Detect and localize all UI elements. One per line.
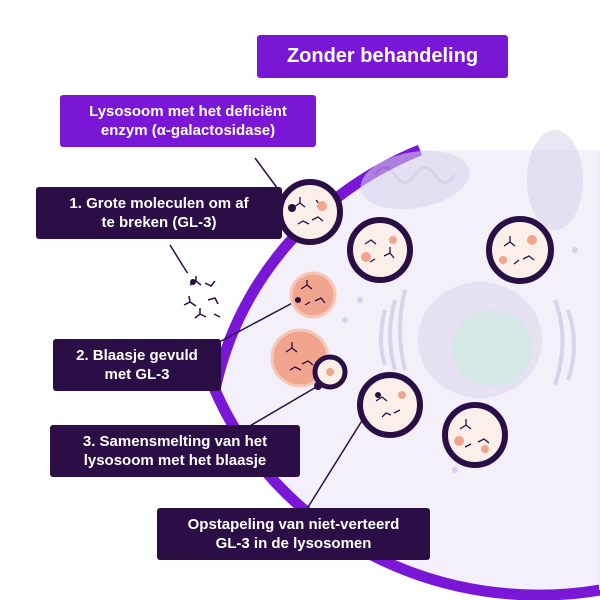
- lysosomes: [277, 179, 554, 468]
- connector-fusion: [247, 385, 319, 428]
- label-line: enzym (α-galactosidase): [100, 122, 276, 139]
- label-line: met GL-3: [104, 366, 170, 383]
- label-lysosome-deficient-enzyme: Lysosoom met het deficiënt enzym (α-gala…: [60, 95, 316, 147]
- label-line: Opstapeling van niet-verteerd: [187, 516, 400, 533]
- page-title: Zonder behandeling: [257, 35, 508, 78]
- label-line: lysosoom met het blaasje: [83, 452, 267, 469]
- label-line: GL-3 in de lysosomen: [215, 535, 372, 552]
- label-line: 3. Samensmelting van het: [82, 433, 268, 450]
- gl3-molecules-cluster: [173, 268, 237, 332]
- vesicle: [289, 271, 337, 319]
- nucleolus: [452, 310, 532, 386]
- lysosome: [357, 372, 423, 438]
- label-vesicle: 2. Blaasje gevuld met GL-3: [53, 339, 221, 391]
- fusing-vesicle-lysosome: [270, 328, 348, 390]
- lysosome: [486, 216, 554, 284]
- organelles: [342, 130, 583, 473]
- mitochondrion: [360, 150, 470, 210]
- label-accumulation: Opstapeling van niet-verteerd GL-3 in de…: [157, 508, 430, 560]
- label-large-molecules: 1. Grote moleculen om af te breken (GL-3…: [36, 187, 282, 239]
- label-fusion: 3. Samensmelting van het lysosoom met he…: [50, 425, 300, 477]
- lysosome: [442, 402, 508, 468]
- label-line: Lysosoom met het deficiënt: [89, 103, 287, 120]
- label-line: 2. Blaasje gevuld: [76, 347, 198, 364]
- mitochondrion-2: [527, 130, 583, 230]
- lysosome: [277, 179, 343, 245]
- label-line: 1. Grote moleculen om af: [69, 195, 249, 212]
- connector-dots: [190, 204, 381, 398]
- label-line: te breken (GL-3): [101, 214, 217, 231]
- lysosome: [347, 217, 413, 283]
